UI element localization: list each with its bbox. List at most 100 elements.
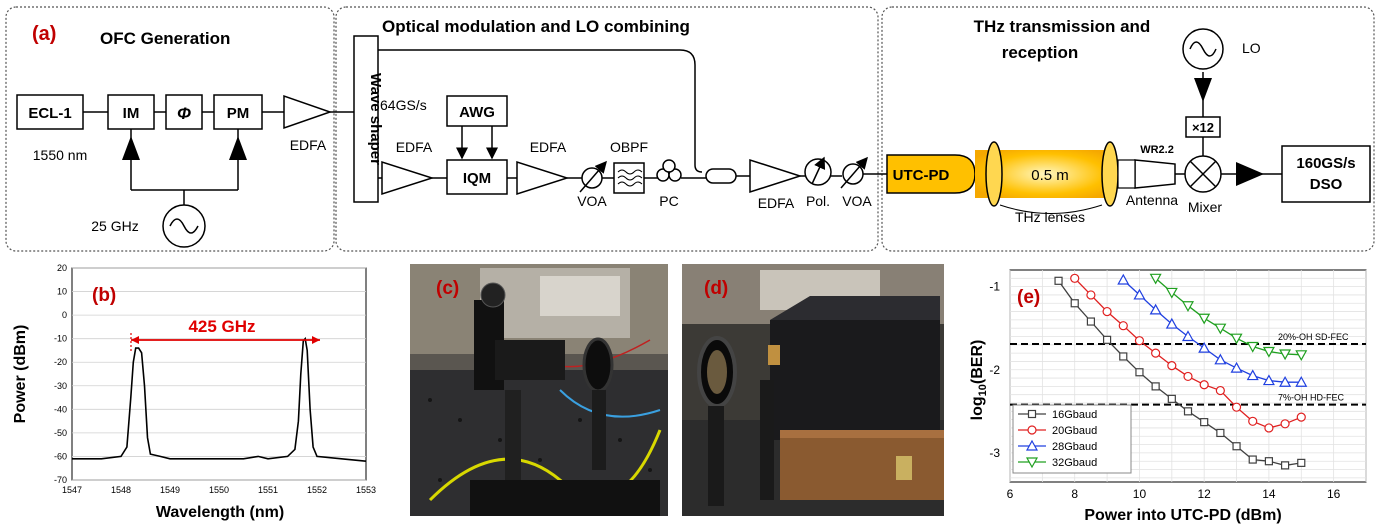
thz-lenses-label: THz lenses	[1015, 209, 1085, 225]
b-xtick: 1550	[209, 485, 229, 495]
legend-label: 28Gbaud	[1052, 441, 1097, 453]
data-point-32Gbaud	[1262, 346, 1275, 358]
series-line-32Gbaud	[1155, 277, 1302, 356]
legend-label: 32Gbaud	[1052, 457, 1097, 469]
data-point-32Gbaud	[1165, 287, 1178, 299]
ecl-label: ECL-1	[28, 105, 71, 122]
data-point-16Gbaud	[1248, 455, 1257, 464]
data-point-16Gbaud	[1167, 394, 1176, 403]
wave-shaper-label: Wave shaper	[367, 73, 384, 165]
awg-box	[446, 95, 508, 127]
e-ytick: -3	[989, 446, 1000, 460]
data-point-28Gbaud	[1133, 288, 1146, 300]
b-ytick: -20	[54, 357, 67, 367]
data-point-20Gbaud	[1199, 380, 1209, 390]
spectrum-line	[72, 336, 367, 462]
section-thz-title-1: THz transmission and	[974, 17, 1151, 36]
data-point-16Gbaud	[1297, 458, 1306, 467]
data-point-20Gbaud	[1151, 348, 1161, 358]
edfa-1-label: EDFA	[290, 137, 327, 153]
e-ylabel: log10(BER)	[969, 340, 989, 421]
b-ytick: 20	[57, 263, 67, 273]
multiplier-label: ×12	[1192, 120, 1214, 135]
edfa-4-label: EDFA	[758, 195, 795, 211]
e-xtick: 6	[1007, 487, 1014, 501]
awg-label: AWG	[459, 104, 495, 121]
e-xtick: 12	[1198, 487, 1212, 501]
b-xtick: 1549	[160, 485, 180, 495]
data-point-28Gbaud	[1117, 273, 1130, 285]
edfa-3-amplifier	[516, 160, 570, 196]
rf-frequency: 25 GHz	[91, 218, 138, 234]
b-xtick: 1548	[111, 485, 131, 495]
lo-label: LO	[1242, 40, 1261, 56]
data-point-16Gbaud	[1086, 317, 1096, 326]
b-ytick: -30	[54, 381, 67, 391]
panel-d-photo: (d)	[682, 264, 944, 516]
data-point-20Gbaud	[1086, 290, 1096, 300]
im-label: IM	[123, 105, 140, 122]
section-ofc-title: OFC Generation	[100, 29, 230, 48]
data-point-20Gbaud	[1167, 361, 1177, 371]
data-point-16Gbaud	[1151, 382, 1160, 391]
pm-label: PM	[227, 105, 250, 122]
thz-lens-2	[1101, 141, 1119, 207]
data-point-20Gbaud	[1264, 423, 1274, 433]
b-ytick: 0	[62, 310, 67, 320]
data-point-16Gbaud	[1232, 442, 1241, 451]
panel-c-photo: (c)	[410, 264, 668, 516]
distance-label: 0.5 m	[1031, 167, 1069, 184]
pc-icon	[656, 159, 682, 182]
data-point-28Gbaud	[1181, 330, 1195, 342]
thz-beam	[975, 150, 1115, 198]
legend-marker	[1025, 439, 1039, 451]
phase-box	[165, 94, 203, 130]
section-modulation-title: Optical modulation and LO combining	[382, 17, 690, 36]
panel-d-label: (d)	[704, 278, 728, 299]
data-point-32Gbaud	[1246, 341, 1259, 353]
coupler-icon	[705, 168, 737, 184]
b-xtick: 1552	[307, 485, 327, 495]
series-line-16Gbaud	[1057, 280, 1302, 467]
data-point-32Gbaud	[1230, 333, 1243, 345]
data-point-20Gbaud	[1183, 371, 1193, 382]
data-point-28Gbaud	[1198, 341, 1211, 353]
b-xtick: 1547	[62, 485, 82, 495]
data-point-28Gbaud	[1279, 375, 1292, 387]
ecl-wavelength: 1550 nm	[33, 147, 87, 163]
b-ytick: -60	[54, 451, 67, 461]
data-point-32Gbaud	[1149, 273, 1162, 285]
data-point-32Gbaud	[1181, 301, 1195, 312]
panel-a-label: (a)	[32, 23, 56, 45]
legend-label: 16Gbaud	[1052, 409, 1097, 421]
b-ytick: -50	[54, 428, 67, 438]
voa-1-label: VOA	[577, 193, 607, 209]
waveguide-label: WR2.2	[1140, 144, 1174, 156]
data-point-28Gbaud	[1149, 303, 1162, 315]
data-point-20Gbaud	[1070, 273, 1080, 283]
voa-2-label: VOA	[842, 193, 872, 209]
data-point-28Gbaud	[1214, 353, 1227, 365]
edfa-2-label: EDFA	[396, 139, 433, 155]
dso-label: DSO	[1310, 176, 1343, 193]
sd-fec-label: 20%-OH SD-FEC	[1278, 332, 1349, 342]
data-point-28Gbaud	[1165, 317, 1178, 329]
data-point-28Gbaud	[1230, 361, 1243, 373]
legend-label: 20Gbaud	[1052, 425, 1097, 437]
data-point-20Gbaud	[1296, 412, 1306, 422]
e-xtick: 8	[1071, 487, 1078, 501]
awg-rate: 64GS/s	[380, 97, 427, 113]
data-point-32Gbaud	[1214, 323, 1227, 335]
data-point-28Gbaud	[1262, 374, 1275, 386]
panel-b-label: (b)	[92, 285, 116, 306]
dso-box	[1281, 145, 1371, 203]
data-point-20Gbaud	[1231, 402, 1242, 412]
e-xtick: 16	[1327, 487, 1341, 501]
b-xtick: 1551	[258, 485, 278, 495]
edfa-3-label: EDFA	[530, 139, 567, 155]
b-ytick: -10	[54, 334, 67, 344]
panel-e-label: (e)	[1017, 287, 1040, 308]
utc-pd-label: UTC-PD	[893, 167, 950, 184]
edfa-4-amplifier	[749, 158, 803, 194]
